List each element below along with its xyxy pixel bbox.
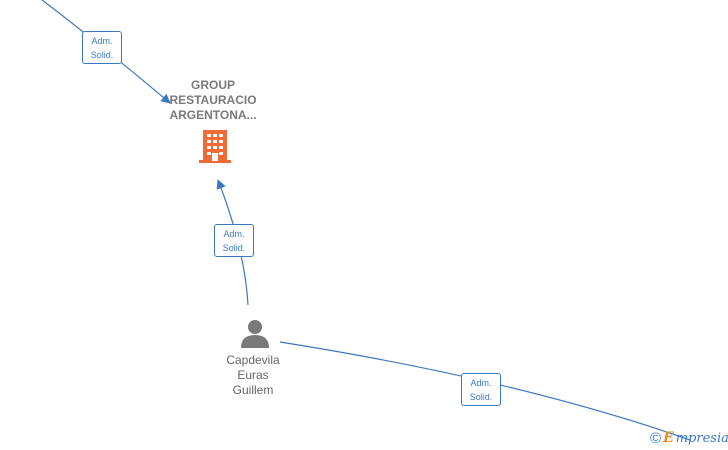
person-name-line: Guillem xyxy=(232,383,274,397)
edge-line-bottom xyxy=(279,341,691,441)
company-name-line: GROUP xyxy=(190,78,235,92)
edge-label-line: Adm. xyxy=(91,35,113,46)
company-name-line: RESTAURACIO xyxy=(169,93,257,107)
copyright-symbol: © xyxy=(650,429,662,447)
edge-label-middle[interactable]: Adm. Solid. xyxy=(214,224,254,257)
edge-label-top[interactable]: Adm. Solid. xyxy=(82,31,122,64)
person-name-line: Euras xyxy=(237,368,269,382)
brand-initial: E xyxy=(663,430,674,446)
edge-label-line: Adm. xyxy=(223,228,245,239)
brand-name: mpresia xyxy=(675,430,728,446)
person-name-line: Capdevila xyxy=(226,353,280,367)
edge-label-bottom[interactable]: Adm. Solid. xyxy=(461,373,501,406)
person-icon[interactable] xyxy=(240,318,270,348)
person-name[interactable]: Capdevila Euras Guillem xyxy=(203,353,303,398)
edge-label-line: Adm. xyxy=(470,377,492,388)
edge-label-line: Solid. xyxy=(222,242,246,253)
edge-label-line: Solid. xyxy=(469,391,493,402)
building-icon[interactable] xyxy=(199,130,231,164)
company-name[interactable]: GROUP RESTAURACIO ARGENTONA... xyxy=(153,78,273,123)
edge-label-line: Solid. xyxy=(90,49,114,60)
company-name-line: ARGENTONA... xyxy=(169,108,257,122)
